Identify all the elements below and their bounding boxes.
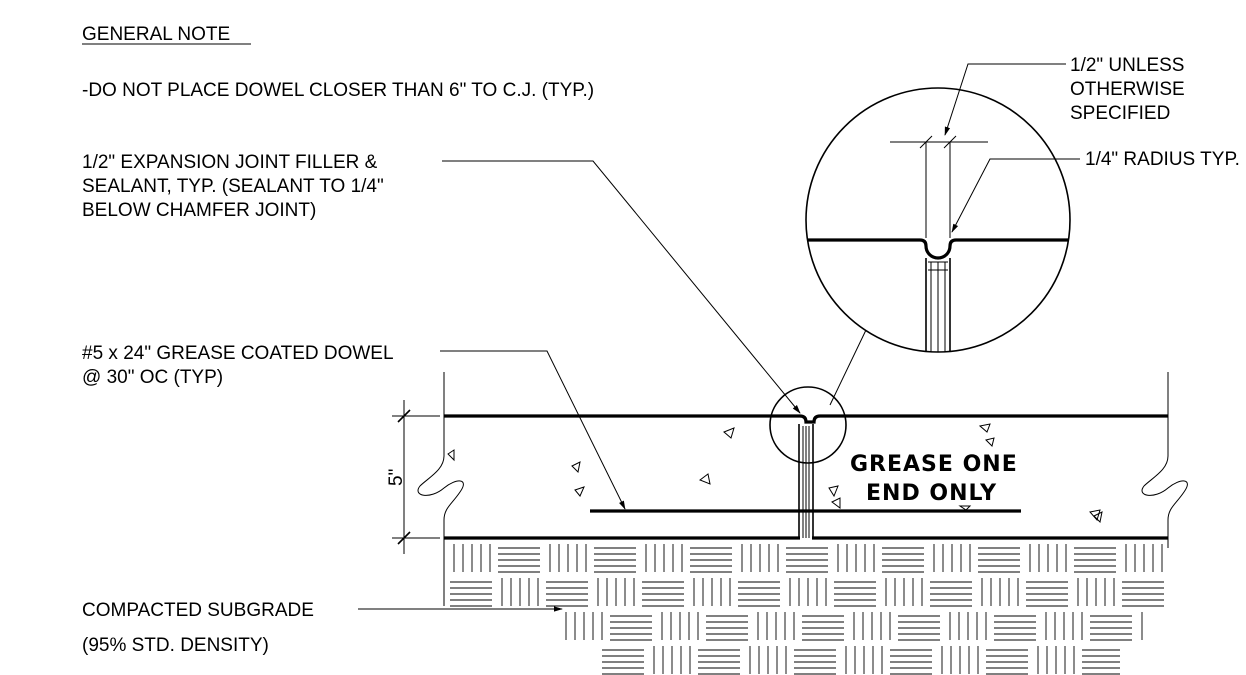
joint-callout-circle [769, 386, 847, 464]
subgrade-callout-line-1: COMPACTED SUBGRADE [82, 600, 314, 621]
filler-callout-line-3: BELOW CHAMFER JOINT) [82, 200, 316, 221]
slab-note-line-1: GREASE ONE [850, 452, 1018, 477]
radius-leader-line [951, 158, 1080, 233]
filler-callout-line-1: 1/2" EXPANSION JOINT FILLER & [82, 152, 378, 173]
general-note-heading: GENERAL NOTE [82, 24, 230, 45]
gap-callout-line-1: 1/2" UNLESS [1070, 55, 1184, 76]
filler-leader-line [442, 160, 801, 414]
gap-callout-line-2: OTHERWISE [1070, 79, 1185, 100]
subgrade-hatch [450, 544, 1164, 675]
gap-callout-line-3: SPECIFIED [1070, 103, 1170, 124]
general-note-text: -DO NOT PLACE DOWEL CLOSER THAN 6" TO C.… [82, 80, 594, 101]
gap-callout: 1/2" UNLESS OTHERWISE SPECIFIED [944, 55, 1185, 136]
radius-callout-text: 1/4" RADIUS TYP. [1085, 149, 1240, 170]
detail-connector-line [829, 329, 867, 406]
thickness-label: 5" [386, 469, 407, 486]
radius-callout: 1/4" RADIUS TYP. [951, 149, 1240, 233]
dowel-callout-line-2: @ 30" OC (TYP) [82, 367, 223, 388]
slab-note-line-2: END ONLY [866, 481, 997, 506]
subgrade-callout: COMPACTED SUBGRADE (95% STD. DENSITY) [82, 600, 563, 656]
left-break-line [417, 455, 464, 521]
gap-leader-line [944, 63, 1066, 136]
joint-detail-enlargement [805, 87, 1071, 353]
aggregate-marks [447, 423, 1103, 524]
filler-callout: 1/2" EXPANSION JOINT FILLER & SEALANT, T… [82, 152, 801, 414]
subgrade-callout-line-2: (95% STD. DENSITY) [82, 635, 269, 656]
dowel-callout-line-1: #5 x 24" GREASE COATED DOWEL [82, 343, 394, 364]
filler-callout-line-2: SEALANT, TYP. (SEALANT TO 1/4" [82, 176, 384, 197]
detail-slab-surface [806, 238, 1070, 260]
dowel-leader-line [440, 350, 626, 510]
concrete-slab: 5" [386, 372, 1188, 606]
right-break-line [1141, 455, 1188, 521]
dowel-callout: #5 x 24" GREASE COATED DOWEL @ 30" OC (T… [82, 343, 626, 510]
